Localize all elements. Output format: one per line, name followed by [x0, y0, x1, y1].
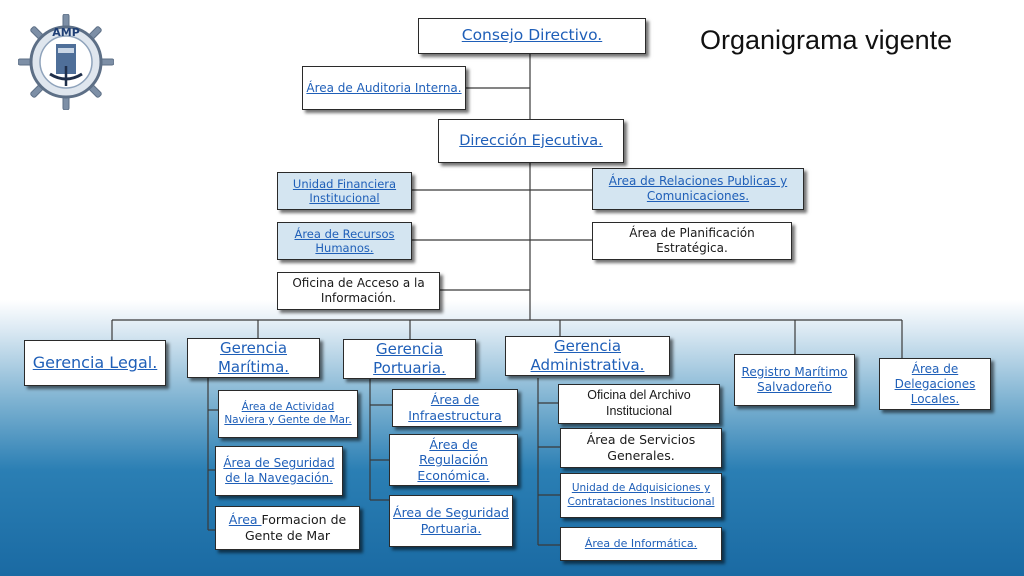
node-oficina-acceso-informacion: Oficina de Acceso a la Información. [277, 272, 440, 310]
node-gerencia-maritima-label[interactable]: Gerencia Marítima. [217, 339, 290, 376]
node-seguridad-portuaria[interactable]: Área de Seguridad Portuaria. [389, 495, 513, 547]
node-gerencia-portuaria-label[interactable]: Gerencia Portuaria. [373, 340, 446, 377]
node-actividad-naviera[interactable]: Área de Actividad Naviera y Gente de Mar… [218, 390, 358, 438]
node-gerencia-legal[interactable]: Gerencia Legal. [24, 340, 166, 386]
node-informatica[interactable]: Área de Informática. [560, 527, 722, 561]
node-auditoria-interna[interactable]: Área de Auditoria Interna. [302, 66, 466, 110]
ship-wheel-anchor-logo: AMP [18, 14, 114, 110]
node-delegaciones-locales-label[interactable]: Área de Delegaciones Locales. [894, 361, 976, 406]
node-gerencia-administrativa[interactable]: Gerencia Administrativa. [505, 336, 670, 376]
node-seguridad-navegacion[interactable]: Área de Seguridad de la Navegación. [215, 446, 343, 496]
logo-text: AMP [52, 26, 80, 39]
node-registro-maritimo[interactable]: Registro Marítimo Salvadoreño [734, 354, 855, 406]
node-adquisiciones-contrataciones-label[interactable]: Unidad de Adquisiciones y Contrataciones… [567, 482, 715, 508]
node-seguridad-navegacion-label[interactable]: Área de Seguridad de la Navegación. [223, 456, 335, 485]
node-relaciones-publicas[interactable]: Área de Relaciones Publicas y Comunicaci… [592, 168, 804, 210]
node-unidad-financiera[interactable]: Unidad Financiera Institucional [277, 172, 412, 210]
node-delegaciones-locales[interactable]: Área de Delegaciones Locales. [879, 358, 991, 410]
node-servicios-generales: Área de Servicios Generales. [560, 428, 722, 468]
node-regulacion-economica[interactable]: Área de Regulación Económica. [389, 434, 518, 486]
node-gerencia-legal-label[interactable]: Gerencia Legal. [32, 353, 158, 372]
node-gerencia-administrativa-label[interactable]: Gerencia Administrativa. [530, 337, 645, 374]
page-title: Organigrama vigente [700, 25, 953, 55]
node-formacion-text: Formacion de Gente de Mar [244, 512, 347, 543]
node-relaciones-publicas-label[interactable]: Área de Relaciones Publicas y Comunicaci… [608, 174, 788, 203]
node-seguridad-portuaria-label[interactable]: Área de Seguridad Portuaria. [393, 505, 509, 536]
node-oficina-acceso-informacion-label: Oficina de Acceso a la Información. [292, 276, 425, 305]
node-auditoria-interna-label[interactable]: Área de Auditoria Interna. [306, 80, 462, 95]
node-unidad-financiera-label[interactable]: Unidad Financiera Institucional [292, 176, 397, 205]
node-recursos-humanos[interactable]: Área de Recursos Humanos. [277, 222, 412, 260]
node-adquisiciones-contrataciones[interactable]: Unidad de Adquisiciones y Contrataciones… [560, 473, 722, 518]
node-archivo-institucional-label: Oficina del Archivo Institucional [587, 388, 691, 418]
node-informatica-label[interactable]: Área de Informática. [584, 537, 698, 551]
node-formacion-gente-de-mar[interactable]: Área Formacion de Gente de Mar [215, 506, 360, 550]
node-servicios-generales-label: Área de Servicios Generales. [586, 432, 696, 463]
node-gerencia-portuaria[interactable]: Gerencia Portuaria. [343, 339, 476, 379]
node-consejo-directivo-label[interactable]: Consejo Directivo. [461, 26, 603, 45]
node-planificacion-estrategica-label: Área de Planificación Estratégica. [629, 226, 755, 255]
node-infraestructura[interactable]: Área de Infraestructura [392, 389, 518, 427]
node-recursos-humanos-label[interactable]: Área de Recursos Humanos. [294, 226, 395, 255]
node-gerencia-maritima[interactable]: Gerencia Marítima. [187, 338, 320, 378]
node-archivo-institucional: Oficina del Archivo Institucional [558, 384, 720, 424]
node-regulacion-economica-label[interactable]: Área de Regulación Económica. [417, 436, 490, 483]
node-formacion-link[interactable]: Área [228, 512, 262, 528]
node-planificacion-estrategica: Área de Planificación Estratégica. [592, 222, 792, 260]
node-direccion-ejecutiva[interactable]: Dirección Ejecutiva. [438, 119, 624, 163]
node-consejo-directivo[interactable]: Consejo Directivo. [418, 18, 646, 54]
node-registro-maritimo-label[interactable]: Registro Marítimo Salvadoreño [741, 365, 848, 394]
node-direccion-ejecutiva-label[interactable]: Dirección Ejecutiva. [459, 132, 603, 149]
node-actividad-naviera-label[interactable]: Área de Actividad Naviera y Gente de Mar… [224, 400, 352, 426]
node-infraestructura-label[interactable]: Área de Infraestructura [408, 392, 502, 423]
